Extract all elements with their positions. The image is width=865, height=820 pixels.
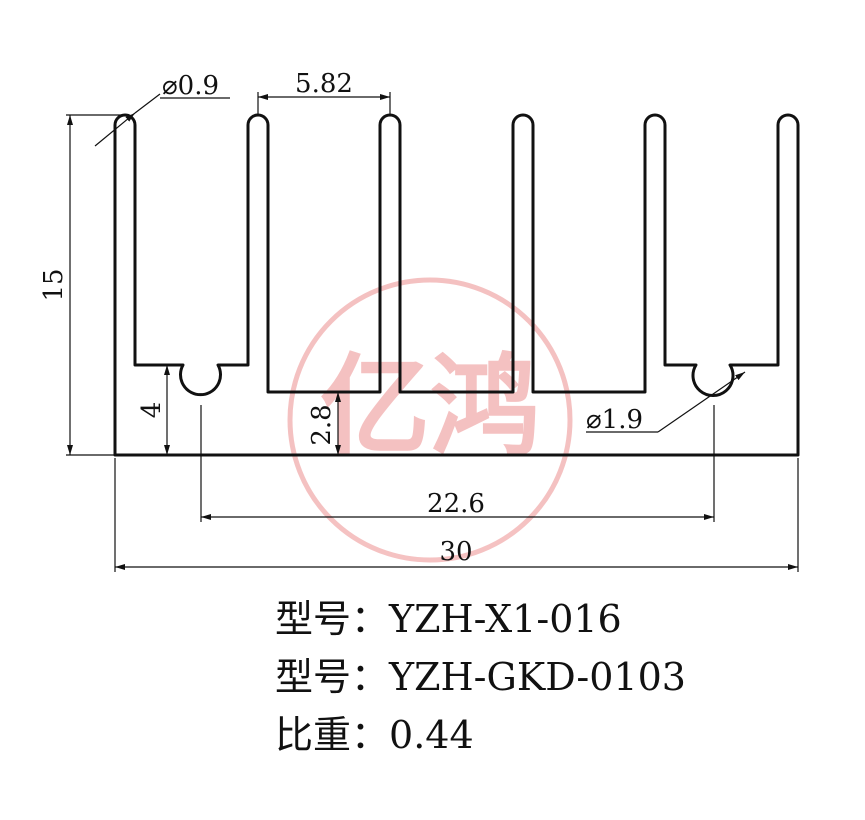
spec-value: YZH-X1-016	[389, 597, 622, 641]
spec-label: 比重：	[275, 713, 390, 757]
spec-line-model-2: 型号：YZH-GKD-0103	[275, 658, 686, 696]
dim-leader-hole-diag	[657, 371, 746, 433]
spec-line-density: 比重：0.44	[275, 716, 474, 754]
dim-text-slot-height: 4	[137, 402, 167, 419]
dim-text-base-thickness: 2.8	[307, 404, 337, 445]
dim-text-total-width: 30	[439, 537, 472, 567]
dim-leader-fin-tip-shelf	[134, 93, 161, 114]
watermark-text: 亿鸿	[320, 343, 540, 471]
dim-text-fin-tip-diameter: ⌀0.9	[162, 71, 219, 101]
spec-value: YZH-GKD-0103	[389, 655, 686, 699]
dim-text-hole-diameter: ⌀1.9	[586, 405, 643, 435]
dimension-lines	[67, 93, 798, 570]
dim-text-hole-spacing: 22.6	[427, 489, 485, 519]
heatsink-outline	[113, 113, 800, 457]
extension-lines	[66, 92, 799, 572]
spec-label: 型号：	[275, 597, 390, 641]
spec-label: 型号：	[275, 655, 390, 699]
watermark-logo: 亿鸿	[287, 277, 573, 563]
dim-text-fin-gap: 5.82	[295, 69, 353, 99]
dim-leader-fin-tip	[94, 112, 136, 147]
spec-line-model-1: 型号：YZH-X1-016	[275, 600, 622, 638]
spec-value: 0.44	[389, 713, 474, 757]
dim-text-height: 15	[39, 268, 69, 301]
